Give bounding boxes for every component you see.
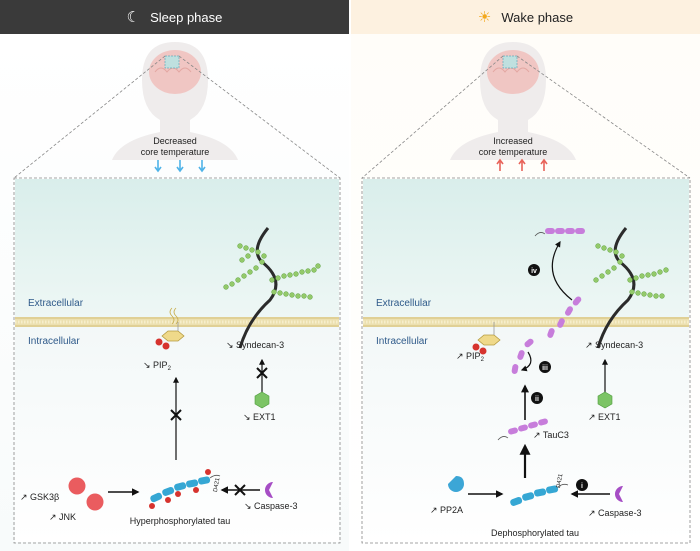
sleep-syndecan (223, 227, 321, 349)
sleep-gsk3b-label: ↗ GSK3β (20, 492, 60, 502)
wake-tau-label: Dephosphorylated tau (490, 528, 580, 538)
sleep-head-illustration (112, 42, 238, 160)
wake-ext1-arrow (597, 358, 613, 409)
wake-extracellular-label: Extracellular (376, 298, 432, 309)
wake-ext1-label: ↗ EXT1 (588, 412, 621, 422)
wake-taucs-label: ↗ TauC3 (533, 430, 569, 440)
wake-extracellular-zone (363, 179, 689, 318)
wake-released-tau (534, 228, 585, 237)
sleep-intracellular-zone (15, 326, 339, 542)
wake-syndecan-label: ↗ Syndecan-3 (585, 340, 644, 350)
svg-text:i: i (581, 483, 583, 490)
sleep-syndecan-label: ↘ Syndecan-3 (226, 340, 285, 350)
sleep-caspase-blocked-arrow (220, 482, 273, 498)
svg-text:iii: iii (542, 365, 548, 372)
sleep-tau-label: Hyperphosphorylated tau (129, 516, 231, 526)
wake-taucs-release-chain (511, 296, 582, 374)
wake-taucs-fragment (497, 418, 548, 441)
sleep-jnk-label: ↗ JNK (49, 512, 77, 522)
sleep-extracellular-label: Extracellular (28, 298, 84, 309)
wake-caspase-label: ↗ Caspase-3 (588, 508, 642, 518)
sleep-tau-chain (149, 469, 221, 509)
wake-syndecan (593, 227, 669, 349)
wake-temperature-arrows (496, 158, 548, 171)
svg-text:ii: ii (535, 396, 539, 403)
sleep-pip2-molecule (155, 307, 185, 350)
wake-pip2-text: ↗ PIP (456, 351, 481, 361)
wake-caspase-arrow: i (570, 479, 623, 502)
sleep-ext1-blocked-arrow (254, 358, 270, 409)
wake-head-illustration (450, 42, 576, 160)
wake-pp2a-arrow (448, 476, 504, 498)
sleep-intracellular-label: Intracellular (28, 336, 80, 347)
wake-intracellular-zone (363, 326, 689, 542)
wake-step-iv-arrow: iv (528, 240, 573, 301)
sleep-kinases (68, 477, 140, 511)
sleep-pip2-subscript: 2 (167, 366, 171, 372)
sleep-zoom-lines (13, 55, 341, 544)
wake-temperature-label: Increased core temperature (479, 136, 548, 158)
sleep-temperature-text: Decreased core temperature (140, 136, 210, 157)
wake-pp2a-label: ↗ PP2A (430, 505, 464, 515)
wake-temperature-text: Increased core temperature (478, 136, 548, 157)
wake-membrane (363, 317, 689, 327)
wake-phase-header: ☀ Wake phase (351, 0, 700, 34)
sleep-caspase-label: ↘ Caspase-3 (244, 501, 298, 511)
wake-step-ii-arrow: ii (521, 384, 543, 420)
sleep-pip2-text: ↘ PIP (143, 360, 168, 370)
wake-tau-chain (510, 483, 569, 506)
sleep-pip2-label: ↘ PIP2 (143, 360, 171, 372)
wake-pip2-label: ↗ PIP2 (456, 351, 484, 363)
wake-zoom-lines (361, 55, 691, 544)
wake-intracellular-label: Intracellular (376, 336, 428, 347)
sleep-ext1-label: ↘ EXT1 (243, 412, 276, 422)
sleep-temperature-label: Decreased core temperature (141, 136, 210, 158)
sleep-temperature-arrows (154, 160, 206, 173)
wake-phase-title: Wake phase (501, 9, 574, 25)
wake-pip2-molecule (472, 322, 501, 355)
wake-pip2-subscript: 2 (480, 357, 484, 363)
sleep-phase-header: ☾ Sleep phase (0, 0, 349, 34)
moon-stars-icon: ☾ (126, 9, 141, 26)
sleep-membrane (15, 317, 339, 327)
sleep-blocked-arrow-up (170, 376, 182, 460)
sun-icon: ☀ (477, 9, 492, 26)
svg-text:iv: iv (531, 268, 537, 275)
wake-step-iii-arrow: iii (520, 351, 551, 373)
sleep-phase-title: Sleep phase (150, 9, 223, 25)
